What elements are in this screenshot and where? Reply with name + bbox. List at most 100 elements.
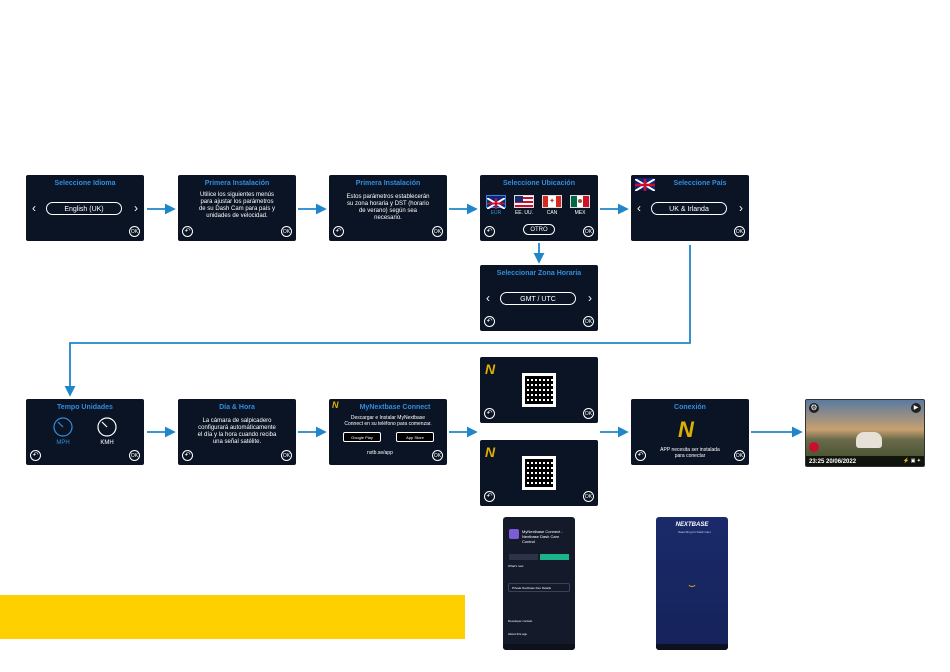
screen-body: Utilice los siguientes menús para ajusta…: [198, 192, 276, 219]
other-button[interactable]: OTRO: [523, 224, 555, 235]
ok-button[interactable]: OK: [583, 491, 594, 502]
flag-label: CAN: [546, 210, 558, 216]
play-icon[interactable]: ▶: [911, 403, 921, 413]
screen-title: Día & Hora: [219, 404, 255, 411]
flag-label: EUR: [490, 210, 502, 216]
chevron-right-icon[interactable]: ›: [134, 201, 138, 215]
speedometer-kmh-icon[interactable]: [96, 416, 118, 443]
screen-title: Seleccione Idioma: [54, 180, 116, 187]
screen-body: Descargar e Instalar MyNextbase Connect …: [344, 415, 432, 427]
screen-title: Seleccione Ubicación: [503, 180, 575, 187]
chevron-right-icon[interactable]: ›: [739, 201, 743, 215]
unit-kmh-label: KMH: [100, 440, 114, 446]
screen-mynextbase-connect: N MyNextbase Connect Descargar e Instala…: [329, 399, 447, 465]
ok-button[interactable]: OK: [281, 450, 292, 461]
back-icon[interactable]: ↶: [182, 226, 193, 237]
back-icon[interactable]: ↶: [182, 450, 193, 461]
screen-title: Primera Instalación: [204, 180, 270, 187]
screen-select-location: Seleccione Ubicación ✦ EUR EE. UU. CAN M…: [480, 175, 598, 241]
ok-button[interactable]: OK: [734, 226, 745, 237]
screen-date-time: Día & Hora La cámara de salpicadero conf…: [178, 399, 296, 465]
qr-code-icon: [522, 456, 556, 490]
screen-select-language: Seleccione Idioma ‹ English (UK) › OK: [26, 175, 144, 241]
flag-label: MEX: [574, 210, 586, 216]
developer-contact-label: Developer contact: [508, 619, 533, 623]
phone-app-store-screen: MyNextbase Connect - Nextbase Dash Cam C…: [503, 517, 575, 650]
flag-usa-icon[interactable]: [514, 195, 534, 208]
screen-body: Estos parámetros establecerán su zona ho…: [346, 194, 430, 221]
screen-body: APP necesita ser instalada para conectar: [660, 447, 720, 459]
flag-uk-icon: [634, 178, 656, 192]
flag-label: EE. UU.: [514, 210, 534, 216]
car-image: [856, 432, 882, 448]
app-store-badge[interactable]: App Store: [396, 432, 434, 442]
language-pill[interactable]: English (UK): [46, 202, 122, 215]
ok-button[interactable]: OK: [583, 408, 594, 419]
nextbase-wifi-logo-icon: N: [678, 417, 694, 442]
about-app-label: About this app: [508, 632, 528, 636]
highlight-bar: [0, 595, 465, 639]
timezone-pill[interactable]: GMT / UTC: [500, 292, 576, 305]
screen-body: La cámara de salpicadero configurará aut…: [197, 418, 277, 445]
back-icon[interactable]: ↶: [30, 450, 41, 461]
screen-title: MyNextbase Connect: [359, 404, 431, 411]
ok-button[interactable]: OK: [734, 450, 745, 461]
chevron-right-icon[interactable]: ›: [588, 291, 592, 305]
screen-title: Seleccione País: [673, 180, 727, 187]
chevron-left-icon[interactable]: ‹: [486, 291, 490, 305]
screen-title: Seleccionar Zona Horaria: [496, 270, 582, 277]
back-icon[interactable]: ↶: [333, 226, 344, 237]
app-title: MyNextbase Connect - Nextbase Dash Cam C…: [522, 529, 563, 544]
app-link[interactable]: nxtb.se/app: [367, 450, 393, 456]
whats-new-label: What's new: [508, 564, 524, 568]
ok-button[interactable]: OK: [129, 450, 140, 461]
timestamp-text: 23:25 20/06/2022: [809, 459, 857, 465]
country-pill[interactable]: UK & Irlanda: [651, 202, 727, 215]
nextbase-brand: NEXTBASE: [675, 522, 709, 528]
flag-mexico-icon[interactable]: [570, 195, 590, 208]
back-icon[interactable]: ↶: [484, 408, 495, 419]
arrow-6: [64, 245, 691, 397]
screen-speed-units: Tempo Unidades MPH KMH ↶ OK: [26, 399, 144, 465]
screen-title: Primera Instalación: [355, 180, 421, 187]
screen-title: Tempo Unidades: [57, 404, 113, 411]
speedometer-mph-icon[interactable]: [52, 416, 74, 443]
flag-canada-icon[interactable]: ✦: [542, 195, 562, 208]
flag-eur-icon[interactable]: [486, 195, 506, 210]
ok-button[interactable]: OK: [583, 226, 594, 237]
searching-text: Searching for Dash Cam: [678, 530, 711, 534]
back-icon[interactable]: ↶: [484, 316, 495, 327]
record-icon[interactable]: [809, 442, 819, 452]
phone-connecting-screen: NEXTBASE Searching for Dash Cam: [656, 517, 728, 650]
open-button[interactable]: [540, 554, 569, 560]
screen-select-timezone: Seleccionar Zona Horaria ‹ GMT / UTC › ↶…: [480, 265, 598, 331]
qr-code-icon: [522, 373, 556, 407]
ok-button[interactable]: OK: [583, 316, 594, 327]
ok-button[interactable]: OK: [432, 450, 443, 461]
back-icon[interactable]: ↶: [635, 450, 646, 461]
chevron-left-icon[interactable]: ‹: [637, 201, 641, 215]
nextbase-logo-icon: N: [332, 400, 339, 410]
screen-qr-1: N ↶ OK: [480, 357, 598, 423]
screen-title: Conexión: [674, 404, 706, 411]
status-icons: ⚡ ▣ ✦: [903, 458, 921, 464]
chevron-left-icon[interactable]: ‹: [32, 201, 36, 215]
loading-spinner-icon: [687, 577, 697, 587]
ok-button[interactable]: OK: [432, 226, 443, 237]
ok-button[interactable]: OK: [281, 226, 292, 237]
screen-select-country: Seleccione País ‹ UK & Irlanda › OK: [631, 175, 749, 241]
unit-mph-label: MPH: [56, 440, 70, 446]
screen-first-install-2: Primera Instalación Estos parámetros est…: [329, 175, 447, 241]
section-label: Private Nextbase Dev Details: [512, 586, 552, 590]
back-icon[interactable]: ↶: [484, 226, 495, 237]
screen-first-install-1: Primera Instalación Utilice los siguient…: [178, 175, 296, 241]
uninstall-button[interactable]: [509, 554, 538, 560]
ok-button[interactable]: OK: [129, 226, 140, 237]
settings-gear-icon[interactable]: ⚙: [809, 403, 819, 413]
google-play-badge[interactable]: Google Play: [343, 432, 381, 442]
nextbase-logo-icon: N: [485, 361, 496, 377]
back-icon[interactable]: ↶: [484, 491, 495, 502]
screen-connection: Conexión N APP necesita ser instalada pa…: [631, 399, 749, 465]
app-icon: [509, 529, 519, 539]
